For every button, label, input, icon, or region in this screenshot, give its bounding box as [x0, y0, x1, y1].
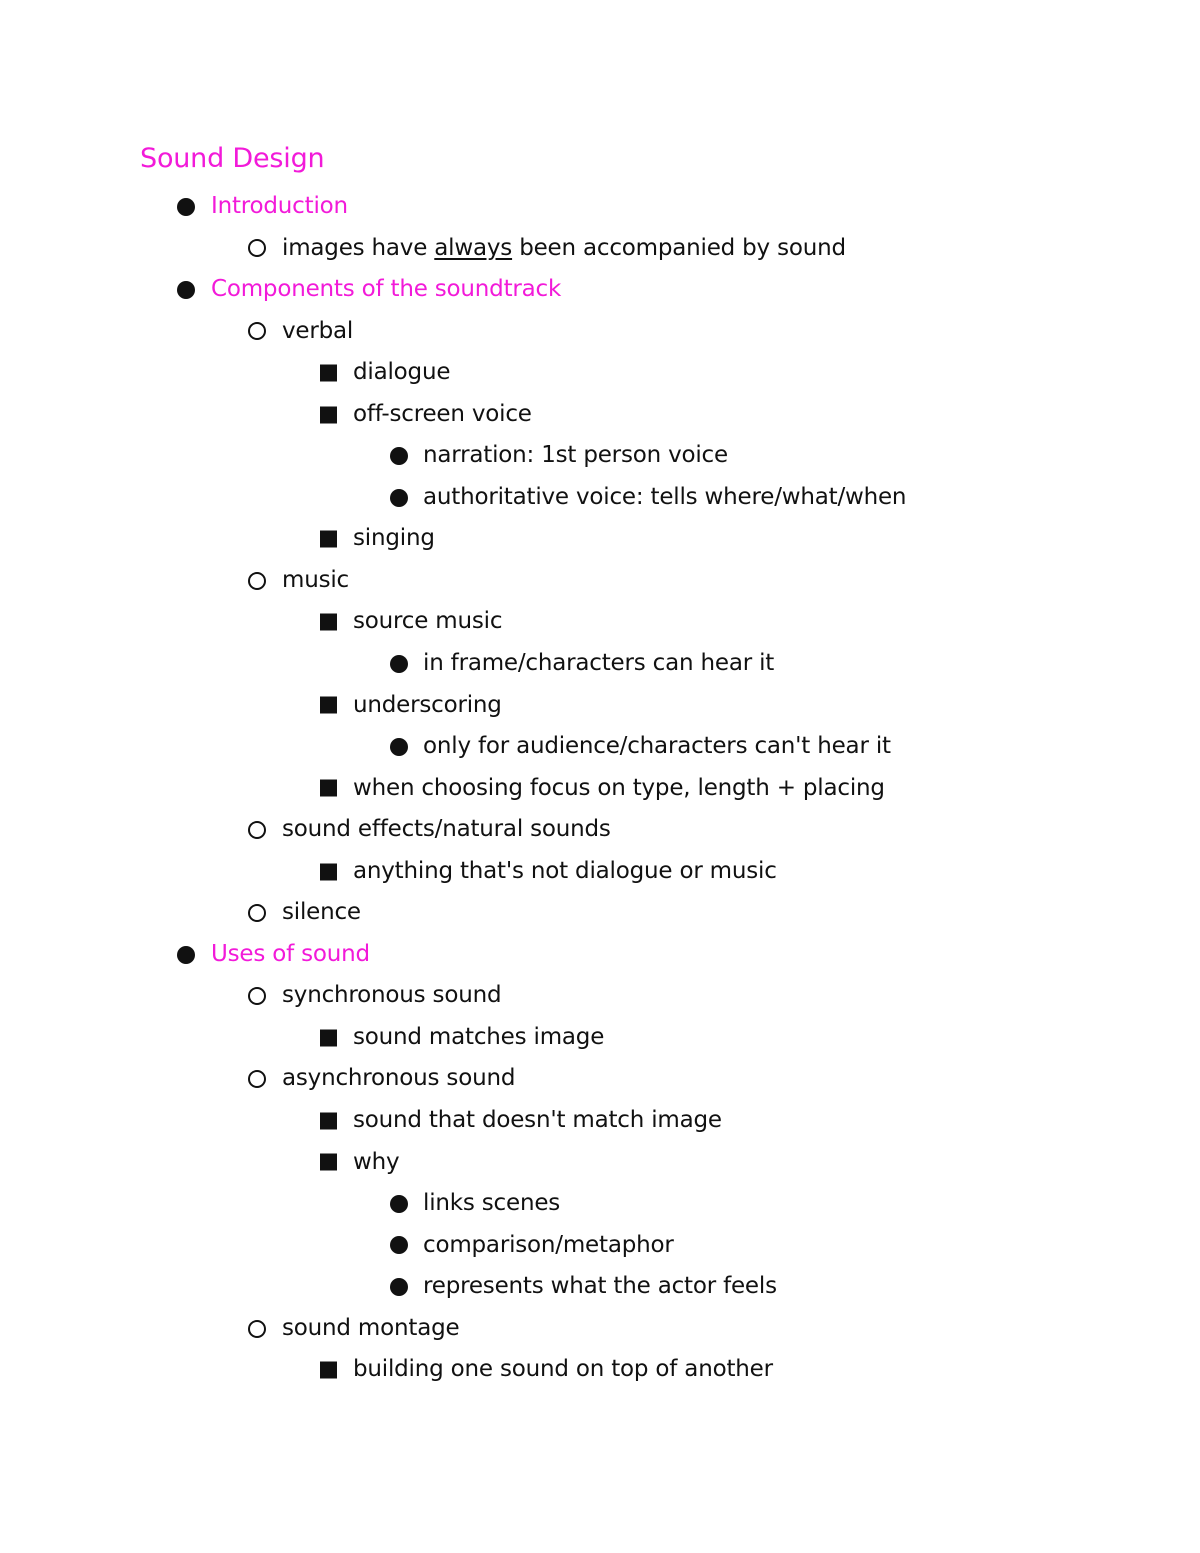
list-item: verbal [0, 311, 1200, 353]
list-item-text: authoritative voice: tells where/what/wh… [423, 483, 907, 510]
filled-circle-bullet-icon [177, 197, 195, 216]
list-item-text: dialogue [353, 359, 451, 386]
list-item-text: singing [353, 525, 435, 552]
list-item-text: source music [353, 608, 503, 635]
page-title: Sound Design [140, 143, 325, 174]
filled-circle-bullet-icon [390, 654, 408, 673]
list-item-text: comparison/metaphor [423, 1231, 674, 1258]
square-bullet-icon [320, 1029, 337, 1047]
list-item-text: asynchronous sound [282, 1065, 516, 1092]
list-item: comparison/metaphor [0, 1225, 1200, 1267]
list-item-text: sound montage [282, 1314, 460, 1341]
square-bullet-icon [320, 863, 337, 881]
list-item: in frame/characters can hear it [0, 643, 1200, 685]
section-heading-text: Introduction [211, 193, 348, 219]
list-item: sound that doesn't match image [0, 1100, 1200, 1142]
list-item: off-screen voice [0, 394, 1200, 436]
list-item: underscoring [0, 685, 1200, 727]
list-item: only for audience/characters can't hear … [0, 726, 1200, 768]
list-item-text: why [353, 1148, 400, 1175]
hollow-circle-bullet-icon [248, 322, 266, 341]
list-item-text: when choosing focus on type, length + pl… [353, 774, 885, 801]
list-item-text: represents what the actor feels [423, 1273, 777, 1300]
list-item: sound effects/natural sounds [0, 809, 1200, 851]
list-item-text: sound effects/natural sounds [282, 816, 611, 843]
hollow-circle-bullet-icon [248, 820, 266, 839]
list-item: why [0, 1142, 1200, 1184]
hollow-circle-bullet-icon [248, 239, 266, 258]
section-heading-text: Uses of sound [211, 940, 370, 967]
hollow-circle-bullet-icon [248, 1319, 266, 1338]
square-bullet-icon [320, 364, 337, 382]
list-item: singing [0, 518, 1200, 560]
square-bullet-icon [320, 779, 337, 797]
list-item: synchronous sound [0, 975, 1200, 1017]
square-bullet-icon [320, 613, 337, 631]
list-item-text-part: been accompanied by sound [512, 234, 846, 261]
list-item-text: anything that's not dialogue or music [353, 857, 777, 884]
square-bullet-icon [320, 1112, 337, 1130]
list-item: sound matches image [0, 1017, 1200, 1059]
outline-list: Introduction images have always been acc… [0, 186, 1200, 1391]
section-heading-text: Components of the soundtrack [211, 276, 562, 303]
filled-circle-bullet-icon [390, 447, 408, 466]
list-item: authoritative voice: tells where/what/wh… [0, 477, 1200, 519]
filled-circle-bullet-icon [390, 1194, 408, 1213]
section-heading-components: Components of the soundtrack [0, 269, 1200, 311]
filled-circle-bullet-icon [177, 945, 195, 964]
list-item-text: underscoring [353, 691, 502, 718]
hollow-circle-bullet-icon [248, 571, 266, 590]
list-item-text: synchronous sound [282, 982, 502, 1009]
square-bullet-icon [320, 696, 337, 714]
list-item-text: off-screen voice [353, 400, 532, 427]
list-item: images have always been accompanied by s… [0, 228, 1200, 270]
list-item: links scenes [0, 1183, 1200, 1225]
list-item-text: narration: 1st person voice [423, 442, 728, 469]
hollow-circle-bullet-icon [248, 987, 266, 1006]
list-item: source music [0, 601, 1200, 643]
list-item: building one sound on top of another [0, 1349, 1200, 1391]
square-bullet-icon [320, 406, 337, 423]
section-heading-uses: Uses of sound [0, 934, 1200, 976]
list-item-text: sound matches image [353, 1023, 605, 1050]
square-bullet-icon [320, 1153, 337, 1171]
list-item: asynchronous sound [0, 1058, 1200, 1100]
list-item-text: music [282, 566, 350, 593]
filled-circle-bullet-icon [390, 1236, 408, 1255]
list-item-text: verbal [282, 317, 354, 344]
list-item-text-part: images have [282, 234, 435, 261]
list-item-text: links scenes [423, 1190, 561, 1217]
underlined-word: always [434, 234, 513, 261]
list-item: when choosing focus on type, length + pl… [0, 768, 1200, 810]
list-item-text: in frame/characters can hear it [423, 650, 775, 677]
hollow-circle-bullet-icon [248, 904, 266, 923]
list-item-text: silence [282, 899, 361, 926]
list-item: dialogue [0, 352, 1200, 394]
list-item: sound montage [0, 1308, 1200, 1350]
filled-circle-bullet-icon [390, 1277, 408, 1296]
filled-circle-bullet-icon [390, 737, 408, 756]
section-heading-introduction: Introduction [0, 186, 1200, 228]
list-item: music [0, 560, 1200, 602]
list-item-text: sound that doesn't match image [353, 1107, 722, 1134]
list-item: anything that's not dialogue or music [0, 851, 1200, 893]
filled-circle-bullet-icon [177, 280, 195, 299]
list-item: narration: 1st person voice [0, 435, 1200, 477]
square-bullet-icon [320, 530, 337, 548]
hollow-circle-bullet-icon [248, 1070, 266, 1089]
square-bullet-icon [320, 1361, 337, 1379]
list-item-text: building one sound on top of another [353, 1356, 773, 1383]
filled-circle-bullet-icon [390, 488, 408, 507]
list-item: silence [0, 892, 1200, 934]
list-item: represents what the actor feels [0, 1266, 1200, 1308]
list-item-text: only for audience/characters can't hear … [423, 733, 891, 760]
